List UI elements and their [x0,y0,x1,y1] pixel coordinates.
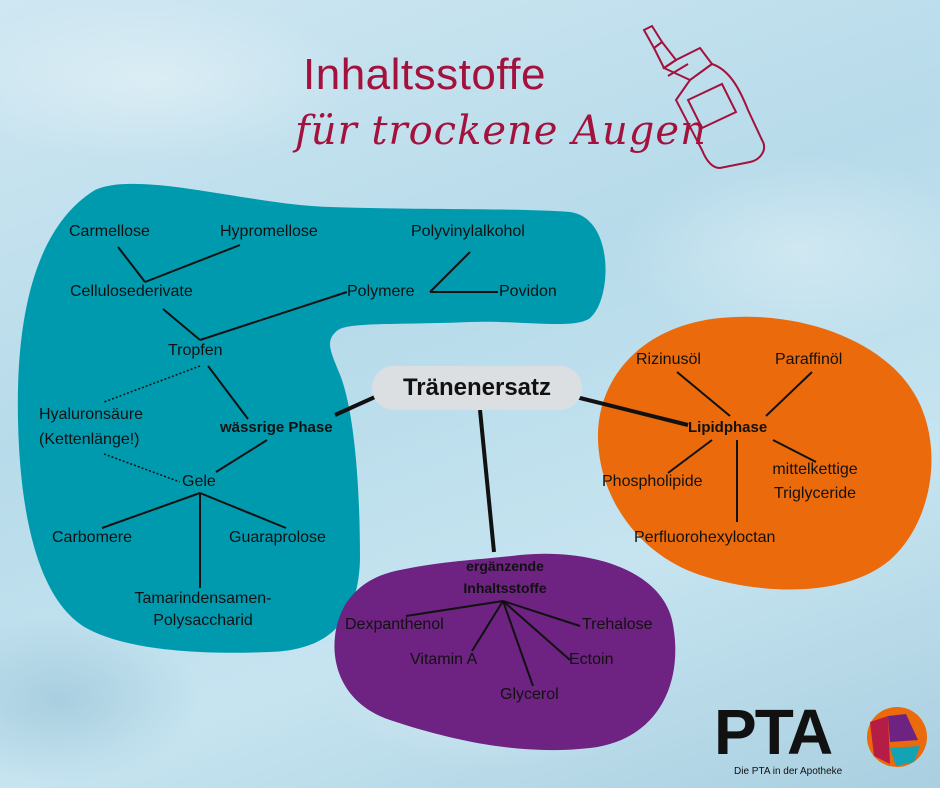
aqueous-phase-blob [17,183,606,653]
node-trehalose: Trehalose [582,616,653,633]
node-ectoin: Ectoin [569,651,614,668]
pta-wordmark: PTA [714,696,833,768]
page-subtitle: für trockene Augen [295,108,707,154]
lipid-connectors [667,371,817,522]
node-waessrige-phase: wässrige Phase [220,419,333,436]
eye-drop-bottle-icon [642,24,766,170]
node-ergaenzende: ergänzende [466,558,544,574]
node-carbomere: Carbomere [52,529,133,546]
node-polyvinylalkohol: Polyvinylalkohol [411,223,525,240]
node-paraffinoel: Paraffinöl [775,351,843,368]
node-polymere: Polymere [347,283,415,300]
node-hyaluronsaeure-note: (Kettenlänge!) [39,431,140,448]
node-lipidphase: Lipidphase [688,419,768,436]
page-title: Inhaltsstoffe [303,50,546,99]
node-gele: Gele [182,473,216,490]
pta-tagline: Die PTA in der Apotheke [734,766,843,777]
node-povidon: Povidon [499,283,557,300]
hyaluron-dotted-connectors [103,365,201,483]
node-carmellose: Carmellose [69,223,150,240]
node-tamarindensamen: Tamarindensamen- [134,590,272,607]
lipid-phase-blob [597,316,932,590]
node-triglyceride: Triglyceride [773,485,857,502]
node-polysaccharid: Polysaccharid [153,612,253,629]
node-phospholipide: Phospholipide [602,473,703,490]
aqueous-connectors [101,244,498,588]
node-rizinusoel: Rizinusöl [636,351,701,368]
node-vitamin-a: Vitamin A [410,651,478,668]
supplement-connectors [405,600,581,687]
node-perfluorohexyloctan: Perfluorohexyloctan [634,529,776,546]
node-mittelkettige: mittelkettige [772,461,858,478]
supplement-blob [334,553,676,751]
node-glycerol: Glycerol [500,686,559,703]
hub-node: Tränenersatz [372,366,582,410]
node-tropfen: Tropfen [168,342,223,359]
pta-logo-mark [867,707,927,767]
node-dexpanthenol: Dexpanthenol [345,616,444,633]
node-guaraprolose: Guaraprolose [229,529,326,546]
node-inhaltsstoffe: Inhaltsstoffe [463,580,547,596]
node-hyaluronsaeure: Hyaluronsäure [39,406,144,423]
pta-logo: PTA [714,696,833,768]
node-cellulosederivate: Cellulosederivate [70,283,193,300]
node-hypromellose: Hypromellose [220,223,318,240]
